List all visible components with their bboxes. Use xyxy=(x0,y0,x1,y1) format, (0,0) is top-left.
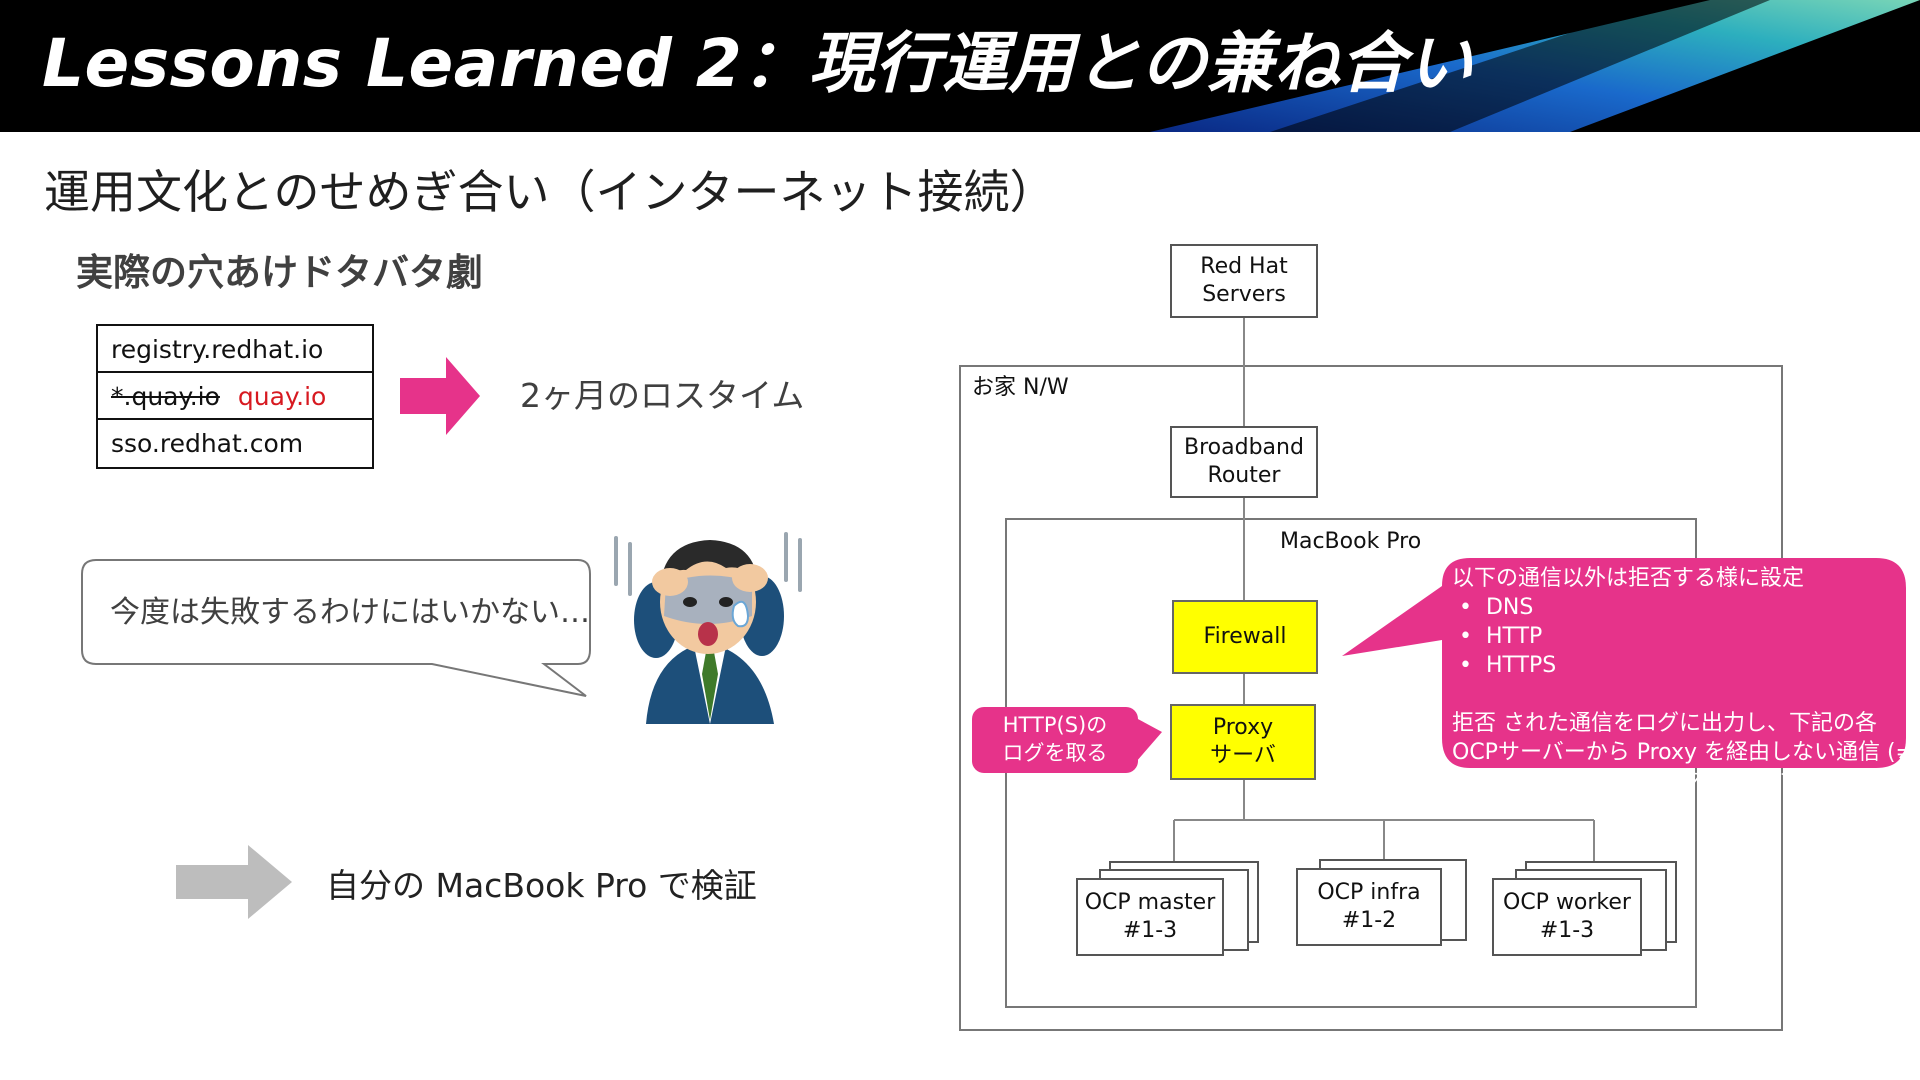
bullet-text: HTTP xyxy=(1485,624,1543,649)
node-label: OCP worker xyxy=(1503,890,1631,915)
domain-row: registry.redhat.io xyxy=(98,326,372,373)
callout-line: ログを取る xyxy=(1002,741,1108,765)
proxy-server-box: Proxy サーバ xyxy=(1170,704,1316,780)
callout-bullet: • DNS xyxy=(1452,595,1534,620)
slide-subtitle: 運用文化とのせめぎ合い（インターネット接続） xyxy=(44,165,1056,219)
domain-row: *.quay.io quay.io xyxy=(98,373,372,420)
box-label: Proxy xyxy=(1212,715,1274,740)
bullet-text: HTTPS xyxy=(1485,653,1557,678)
network-diagram: Red Hat Servers お家 N/W Broadband Router … xyxy=(950,230,1920,1060)
callout-bullet: • HTTPS xyxy=(1452,653,1557,678)
box-label: Broadband xyxy=(1184,435,1304,460)
header-bar: Lessons Learned 2：現行運用との兼ね合い xyxy=(0,0,1920,132)
verify-text: 自分の MacBook Pro で検証 xyxy=(326,866,757,905)
struck-domain-text: *.quay.io xyxy=(111,382,220,411)
callout-body-line: OCPサーバーから Proxy を経由しない通信 (≠ xyxy=(1452,740,1914,765)
domain-text: sso.redhat.com xyxy=(111,429,304,458)
red-hat-servers-box: Red Hat Servers xyxy=(1170,244,1318,318)
firewall-callout: 以下の通信以外は拒否する様に設定 • DNS • HTTP • HTTPS 拒否… xyxy=(1452,564,1914,796)
broadband-router-box: Broadband Router xyxy=(1170,426,1318,498)
firewall-box: Firewall xyxy=(1172,600,1318,674)
box-label: Servers xyxy=(1202,282,1286,307)
box-label: サーバ xyxy=(1210,743,1276,768)
node-count: #1-3 xyxy=(1539,918,1595,943)
right-arrow-icon xyxy=(176,845,292,919)
domain-row: sso.redhat.com xyxy=(98,420,372,467)
node-label: OCP infra xyxy=(1317,880,1421,905)
callout-heading: 以下の通信以外は拒否する様に設定 xyxy=(1452,566,1805,591)
callout-body-line: HTTP(s) の通信) の有無を洗い出す xyxy=(1452,769,1802,794)
home-network-label: お家 N/W xyxy=(972,375,1069,400)
ocp-master-box: OCP master #1-3 xyxy=(1076,878,1224,956)
right-arrow-icon xyxy=(400,357,480,435)
callout-spacer xyxy=(1452,680,1914,709)
replacement-domain-text: quay.io xyxy=(237,382,327,411)
box-label: Red Hat xyxy=(1200,254,1288,279)
callout-line: HTTP(S)の xyxy=(1002,713,1108,737)
section-heading: 実際の穴あけドタバタ劇 xyxy=(76,251,483,294)
ocp-worker-box: OCP worker #1-3 xyxy=(1492,878,1642,956)
box-label: Router xyxy=(1207,463,1281,488)
worried-businessman-illustration xyxy=(614,532,802,724)
node-label: OCP master xyxy=(1084,890,1216,915)
callout-bullet: • HTTP xyxy=(1452,624,1543,649)
loss-time-text: 2ヶ月のロスタイム xyxy=(520,376,805,415)
header-decoration xyxy=(1150,0,1920,132)
callout-body-line: 拒否 された通信をログに出力し、下記の各 xyxy=(1452,711,1877,736)
slide-title: Lessons Learned 2：現行運用との兼ね合い xyxy=(42,25,1474,102)
speech-bubble xyxy=(81,559,591,697)
macbook-label: MacBook Pro xyxy=(1280,529,1422,554)
proxy-callout: HTTP(S)の ログを取る xyxy=(972,711,1138,767)
ocp-infra-box: OCP infra #1-2 xyxy=(1296,868,1442,946)
node-count: #1-3 xyxy=(1122,918,1178,943)
domain-table: registry.redhat.io *.quay.io quay.io sso… xyxy=(96,324,374,469)
domain-text: registry.redhat.io xyxy=(111,335,324,364)
bullet-text: DNS xyxy=(1485,595,1534,620)
box-label: Firewall xyxy=(1203,624,1287,649)
node-count: #1-2 xyxy=(1341,908,1397,933)
speech-bubble-text: 今度は失敗するわけにはいかない… xyxy=(110,595,590,630)
